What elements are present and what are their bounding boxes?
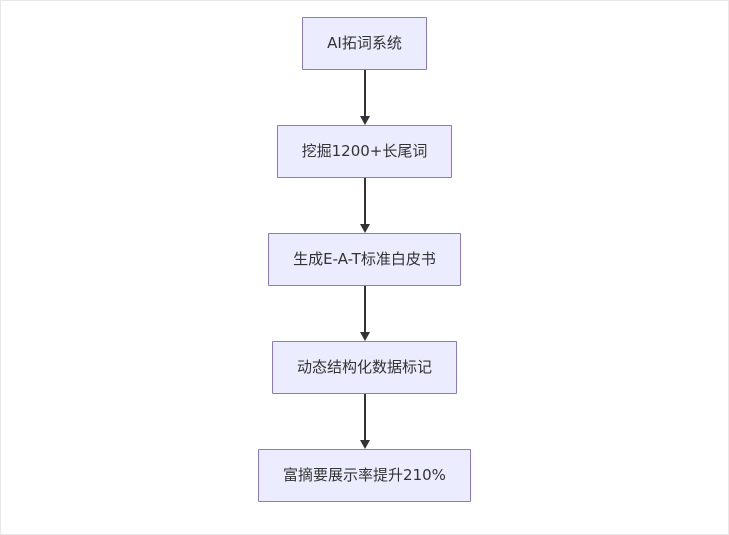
arrow-line — [363, 178, 366, 225]
arrow-down-icon — [359, 286, 370, 341]
flow-node-longtail-keywords: 挖掘1200+长尾词 — [276, 125, 453, 178]
flowchart: AI拓词系统 挖掘1200+长尾词 生成E-A-T标准白皮书 动态结构化数据标记… — [1, 17, 728, 502]
flow-node-structured-data-markup: 动态结构化数据标记 — [271, 341, 457, 394]
arrow-head — [359, 116, 370, 125]
arrow-head — [359, 224, 370, 233]
flow-node-rich-snippet-rate: 富摘要展示率提升210% — [258, 449, 471, 502]
flow-node-eat-whitepaper: 生成E-A-T标准白皮书 — [268, 233, 461, 286]
flow-node-ai-word-system: AI拓词系统 — [302, 17, 427, 70]
arrow-line — [363, 70, 366, 117]
arrow-down-icon — [359, 70, 370, 125]
arrow-down-icon — [359, 394, 370, 449]
arrow-line — [363, 394, 366, 441]
arrow-line — [363, 286, 366, 333]
arrow-head — [359, 332, 370, 341]
arrow-head — [359, 440, 370, 449]
arrow-down-icon — [359, 178, 370, 233]
